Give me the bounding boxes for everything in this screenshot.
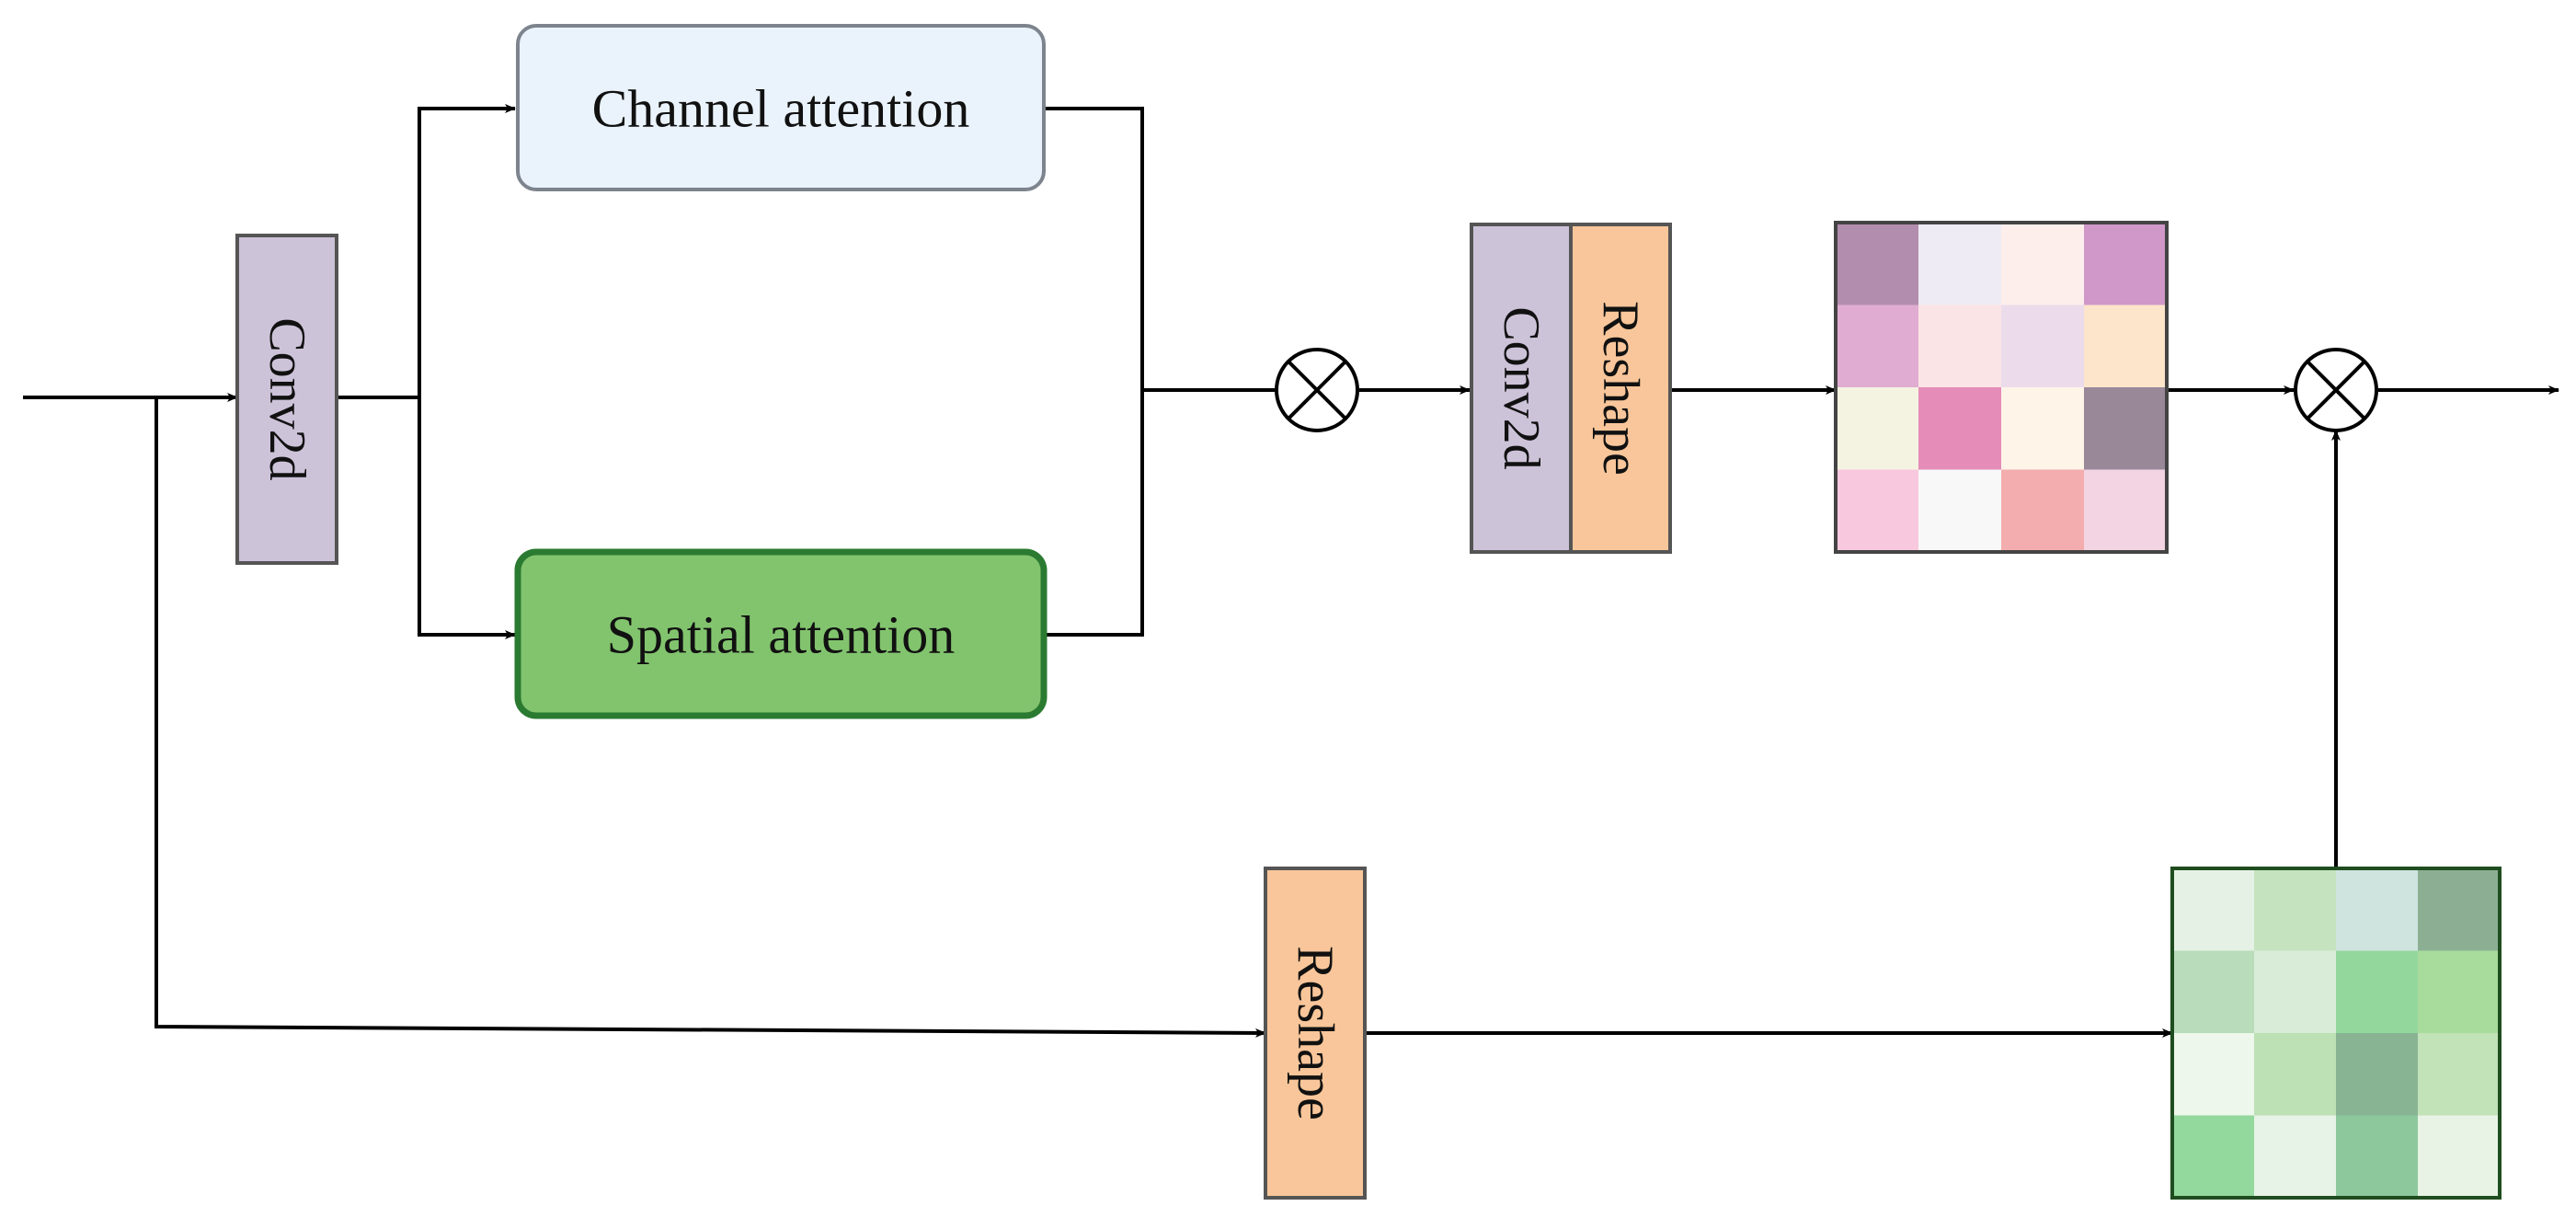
reshape-block-2: Reshape bbox=[1264, 867, 1367, 1200]
matrix-cell bbox=[2172, 950, 2255, 1034]
matrix-cell bbox=[2254, 868, 2337, 951]
matrix-cell bbox=[1836, 223, 1919, 305]
matrix-cell bbox=[2418, 1033, 2501, 1116]
reshape-block-2-label: Reshape bbox=[1287, 946, 1344, 1120]
matrix-cell bbox=[2172, 868, 2255, 951]
matrix-cell bbox=[2084, 223, 2168, 305]
conv2d-block-1-label: Conv2d bbox=[258, 317, 315, 480]
channel-attention-block: Channel attention bbox=[516, 24, 1046, 191]
arrow-to-channel-attention bbox=[418, 104, 516, 397]
matrix-cell bbox=[2418, 950, 2501, 1034]
matrix-cell bbox=[2001, 469, 2085, 553]
matrix-cell bbox=[2418, 1115, 2501, 1199]
matrix-cell bbox=[2336, 868, 2419, 951]
matrix-cell bbox=[2254, 1033, 2337, 1116]
reshape-block-1-label: Reshape bbox=[1592, 301, 1649, 476]
conv2d-block-1: Conv2d bbox=[235, 234, 338, 565]
matrix-cell bbox=[2336, 1033, 2419, 1116]
spatial-attention-label: Spatial attention bbox=[607, 605, 956, 665]
matrix-cell bbox=[2001, 387, 2085, 470]
arrow-to-spatial-attention bbox=[418, 397, 516, 639]
conv2d-block-2: Conv2d bbox=[1470, 223, 1573, 554]
matrix-cell bbox=[2336, 1115, 2419, 1199]
channel-attention-out bbox=[1045, 107, 1144, 637]
matrix-cell bbox=[2084, 387, 2168, 470]
pink-attention-matrix bbox=[1834, 221, 2169, 554]
matrix-cell bbox=[2001, 304, 2085, 388]
matrix-cell bbox=[2418, 868, 2501, 951]
matrix-cell bbox=[1836, 304, 1919, 388]
residual-branch-line bbox=[155, 397, 1266, 1038]
multiply-operator-1 bbox=[1275, 348, 1359, 432]
matrix-cell bbox=[2336, 950, 2419, 1034]
matrix-cell bbox=[2084, 469, 2168, 553]
matrix-cell bbox=[2172, 1033, 2255, 1116]
connectors bbox=[23, 104, 2559, 1038]
matrix-cell bbox=[1836, 387, 1919, 470]
matrix-cell bbox=[2254, 1115, 2337, 1199]
reshape-block-1: Reshape bbox=[1569, 223, 1672, 554]
matrix-cell bbox=[1918, 387, 2002, 470]
green-feature-matrix bbox=[2170, 867, 2502, 1200]
matrix-cell bbox=[1918, 469, 2002, 553]
matrix-border bbox=[2170, 867, 2502, 1200]
matrix-cell bbox=[2084, 304, 2168, 388]
matrix-cell bbox=[2172, 1115, 2255, 1199]
matrix-cell bbox=[2001, 223, 2085, 305]
conv2d-block-2-label: Conv2d bbox=[1493, 306, 1550, 469]
spatial-attention-block: Spatial attention bbox=[514, 548, 1048, 719]
matrix-cell bbox=[2254, 950, 2337, 1034]
matrix-cell bbox=[1918, 223, 2002, 305]
matrix-cell bbox=[1918, 304, 2002, 388]
channel-attention-label: Channel attention bbox=[592, 79, 970, 139]
matrix-cell bbox=[1836, 469, 1919, 553]
multiply-operator-2 bbox=[2294, 348, 2378, 432]
matrix-border bbox=[1834, 221, 2169, 554]
